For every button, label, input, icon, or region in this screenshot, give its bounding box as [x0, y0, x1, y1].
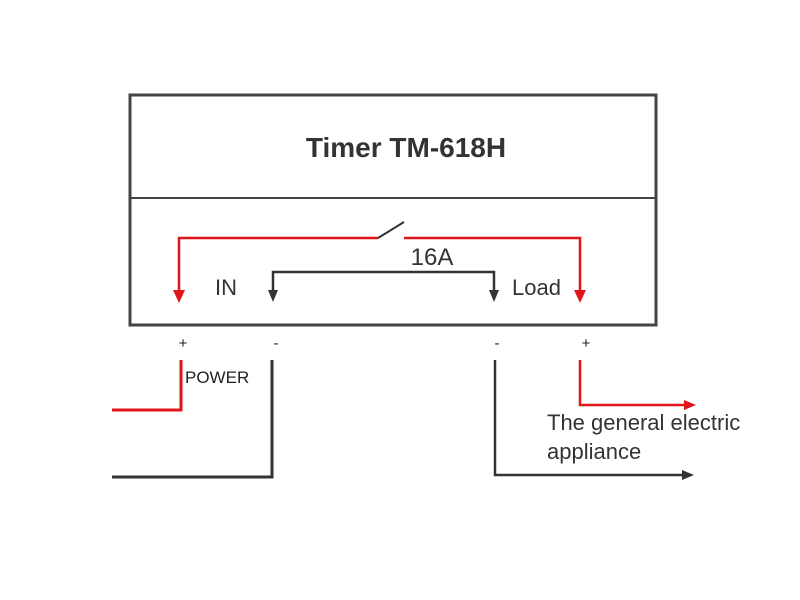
switch-contact: [377, 221, 405, 239]
arrow-in-positive-icon: [173, 290, 185, 303]
terminal-in-positive: +: [179, 335, 188, 352]
relay-rating: 16A: [411, 244, 454, 271]
label-in: IN: [215, 275, 237, 300]
timer-title: Timer TM-618H: [306, 132, 506, 163]
power-live-wire: [112, 360, 183, 412]
appliance-label-line2: appliance: [547, 439, 641, 464]
power-neutral-wire: [112, 360, 274, 479]
load-live-wire: [578, 360, 690, 407]
terminal-in-negative: -: [274, 335, 279, 352]
arrow-load-neutral-icon: [682, 470, 694, 480]
live-line-out: [404, 236, 582, 300]
arrow-load-negative-icon: [489, 290, 499, 302]
neutral-line-internal: [271, 270, 496, 298]
arrow-load-live-icon: [684, 400, 696, 410]
live-line-in: [177, 236, 378, 300]
arrow-in-negative-icon: [268, 290, 278, 302]
appliance-label-line1: The general electric: [547, 410, 740, 435]
timer-box: [128, 93, 658, 327]
arrow-load-positive-icon: [574, 290, 586, 303]
load-neutral-wire: [493, 360, 688, 477]
label-power: POWER: [185, 368, 249, 387]
label-load: Load: [512, 275, 561, 300]
terminal-load-negative: -: [495, 335, 500, 352]
terminal-load-positive: +: [582, 335, 591, 352]
